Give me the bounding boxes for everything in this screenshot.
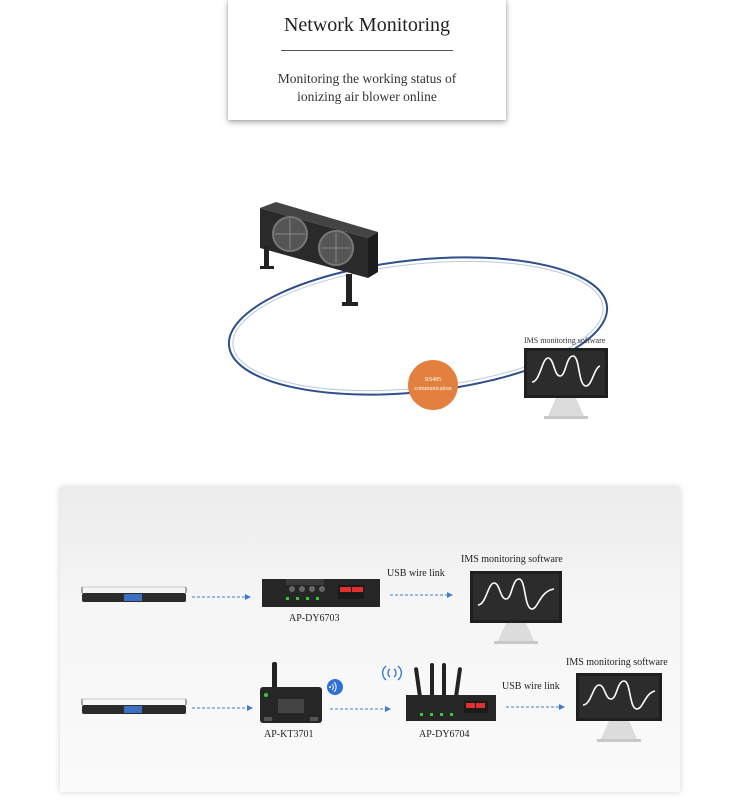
monitor-1-icon (470, 571, 562, 644)
ap-dy6704-label: AP-DY6704 (419, 729, 470, 740)
air-blower-icon (260, 202, 378, 306)
ap-kt3701-device-icon (260, 662, 322, 723)
ap-dy6703-label: AP-DY6703 (289, 613, 340, 624)
topology-graphic (227, 202, 609, 419)
title-divider (281, 50, 453, 51)
page-subtitle: Monitoring the working status of ionizin… (228, 70, 506, 106)
communication-label: communication (414, 386, 452, 392)
ap-dy6703-device-icon (262, 579, 380, 607)
wifi-icon-transmitter (327, 679, 343, 695)
ims-software-label-2: IMS monitoring software (566, 657, 668, 668)
connection-panel: USB wire link IMS monitoring software AP… (60, 487, 680, 792)
ims-software-label-1: IMS monitoring software (461, 554, 563, 565)
ims-software-label: IMS monitoring software (524, 336, 606, 345)
air-blower-bar-2-icon (81, 698, 187, 714)
monitor-2-icon (576, 673, 662, 742)
header-card: Network Monitoring Monitoring the workin… (228, 0, 506, 120)
connection-graphic (81, 571, 662, 742)
rs485-label: RS485 (424, 377, 442, 383)
monitor-icon (524, 348, 608, 419)
ap-kt3701-label: AP-KT3701 (264, 729, 314, 740)
ap-dy6704-device-icon (382, 663, 496, 721)
rs485-badge: RS485 communication (408, 360, 458, 410)
usb-link-label-1: USB wire link (387, 568, 445, 579)
rs485-topology-diagram: IMS monitoring software RS485 communicat… (218, 198, 638, 428)
air-blower-bar-1-icon (81, 586, 187, 602)
page-title: Network Monitoring (283, 14, 451, 36)
subtitle-line-2: ionizing air blower online (297, 89, 437, 104)
usb-link-label-2: USB wire link (502, 681, 560, 692)
subtitle-line-1: Monitoring the working status of (277, 71, 457, 86)
